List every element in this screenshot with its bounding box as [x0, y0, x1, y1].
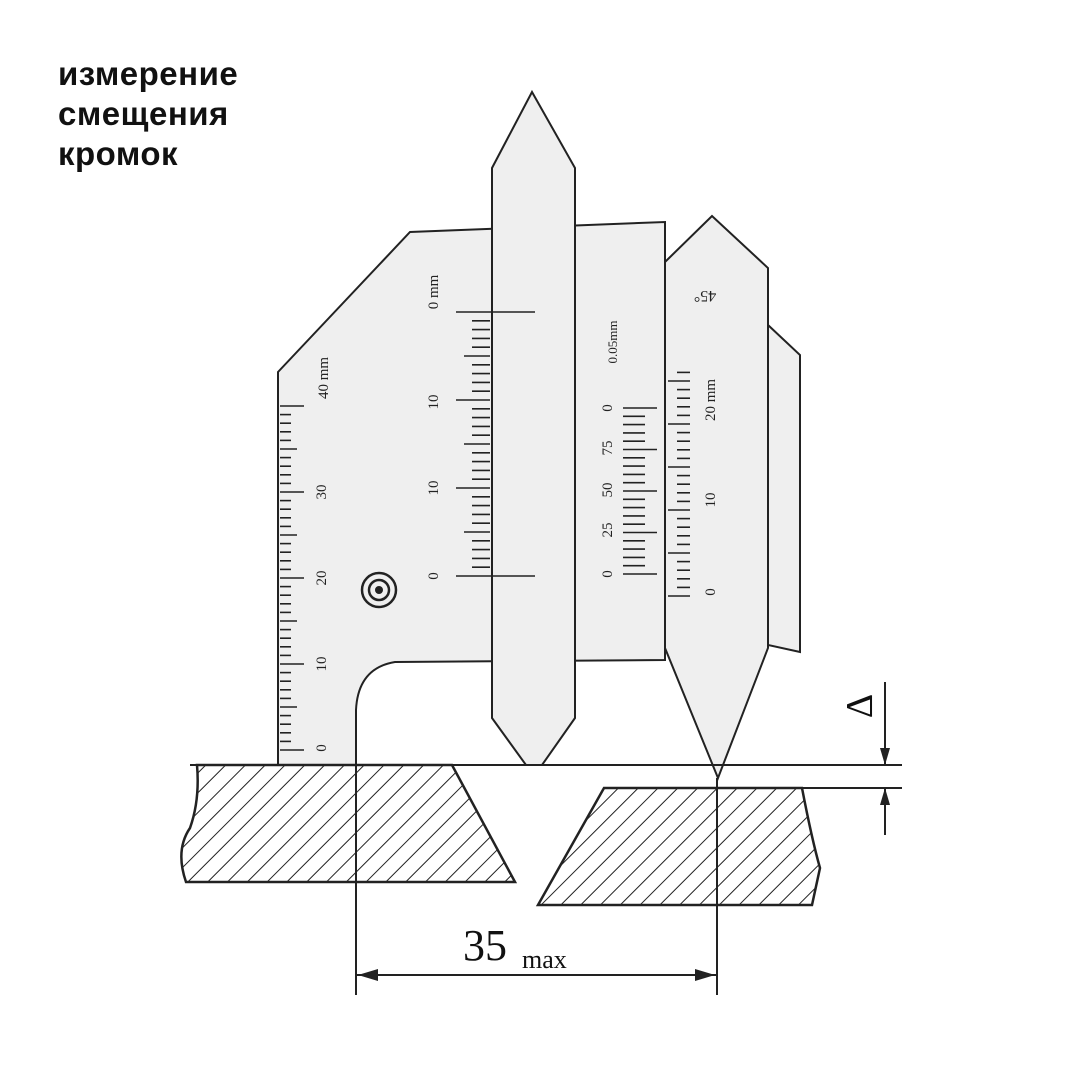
vernier-label-0-top: 0	[600, 404, 616, 412]
left-scale-label-10: 10	[314, 657, 330, 672]
gauge-side-plate	[767, 322, 801, 654]
right-scale-unit: 20 mm	[703, 379, 719, 421]
right-scale: 45° 20 mm 10 0	[694, 287, 719, 596]
max-distance-dimension: 35 max	[355, 710, 718, 995]
center-scale-label-top: 10	[426, 395, 442, 410]
vernier-label-0-bottom: 0	[600, 570, 616, 578]
left-scale-unit: 40 mm	[316, 357, 332, 399]
vernier-scale-unit: 0.05mm	[605, 321, 620, 364]
center-scale-label-mid: 10	[426, 481, 442, 496]
title-line-2: смещения	[58, 95, 229, 132]
offset-symbol: Δ	[839, 694, 881, 718]
center-scale: 0 mm 10 10 0	[426, 274, 442, 579]
left-scale: 40 mm 0 10 20 30	[314, 357, 332, 752]
page-title: измерение смещения кромок	[58, 54, 238, 174]
left-scale-label-0: 0	[314, 744, 330, 752]
right-scale-label-10: 10	[703, 493, 719, 508]
scale-ticks	[280, 311, 690, 751]
center-probe	[491, 89, 576, 766]
vernier-label-25: 25	[600, 523, 616, 538]
max-distance-value: 35	[463, 921, 507, 970]
title-line-3: кромок	[58, 135, 179, 172]
angle-label: 45°	[694, 287, 716, 304]
left-plate	[180, 763, 518, 884]
right-scale-label-0: 0	[703, 588, 719, 596]
vernier-scale: 0.05mm 0 75 50 25 0	[600, 321, 620, 578]
left-scale-label-30: 30	[314, 485, 330, 500]
locking-screw-icon	[360, 571, 398, 609]
vernier-label-75: 75	[600, 441, 616, 456]
angle-blade	[664, 214, 769, 781]
left-scale-label-20: 20	[314, 571, 330, 586]
center-scale-label-0: 0	[426, 572, 442, 580]
center-scale-unit: 0 mm	[426, 274, 442, 309]
offset-dimension: Δ	[839, 682, 890, 835]
max-distance-suffix: max	[522, 945, 567, 974]
vernier-label-50: 50	[600, 483, 616, 498]
right-plate	[535, 786, 822, 907]
title-line-1: измерение	[58, 55, 239, 92]
